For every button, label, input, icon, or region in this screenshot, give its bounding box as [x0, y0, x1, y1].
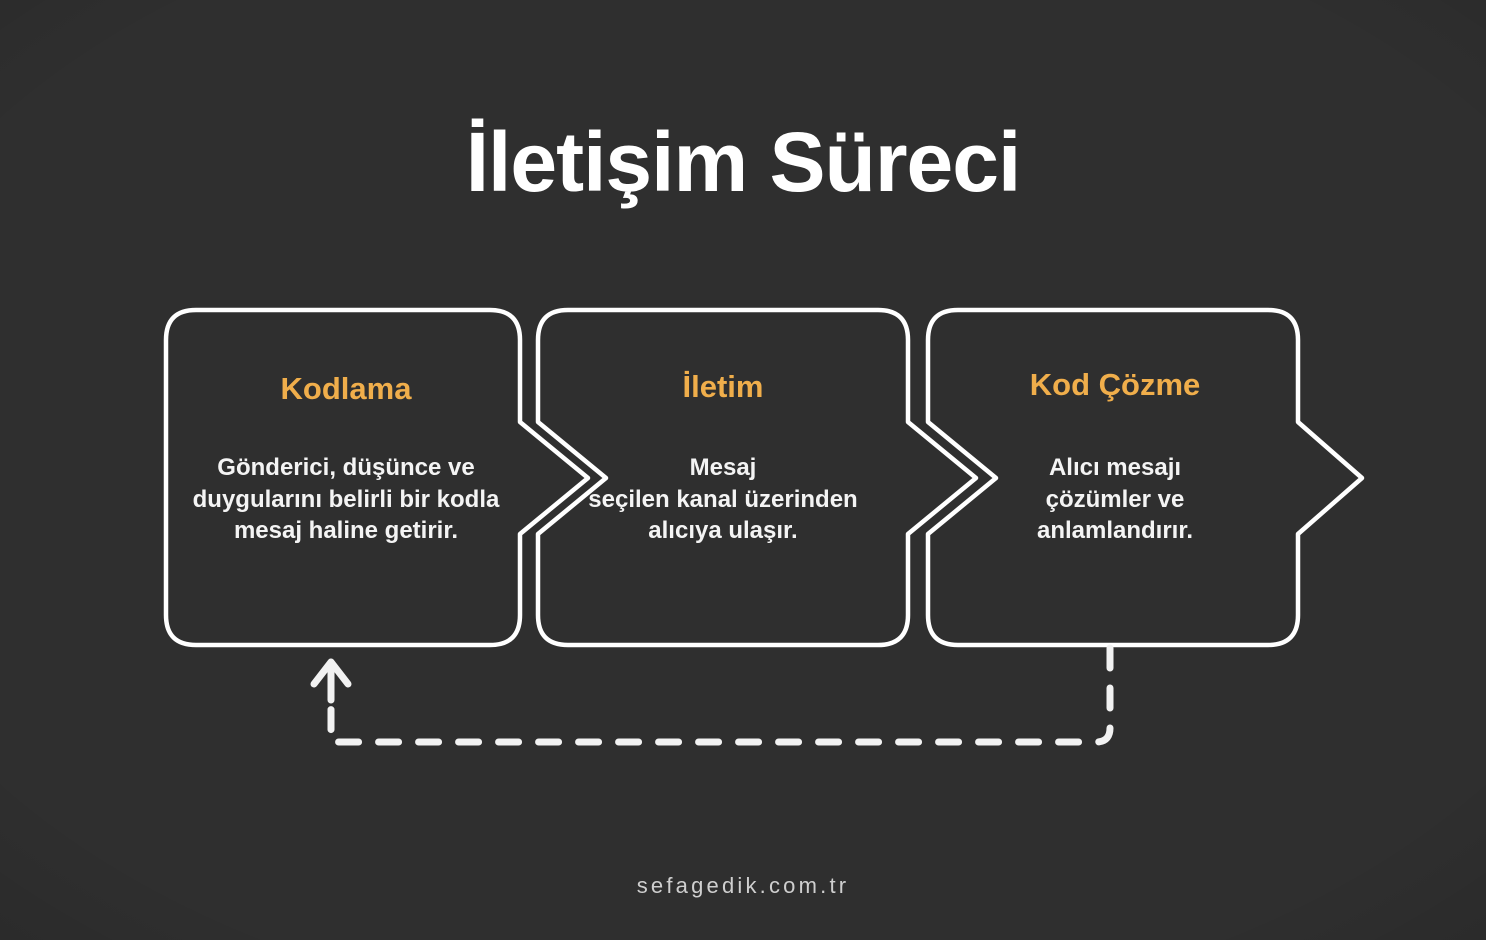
feedback-loop-dashed-path	[327, 644, 1114, 746]
step-iletim-body: Mesaj seçilen kanal üzerinden alıcıya ul…	[588, 454, 858, 545]
chevron-box-kodlama[interactable]	[163, 307, 591, 648]
step-iletim-text: İletim Mesaj seçilen kanal üzerinden alı…	[548, 369, 898, 547]
chevron-box-kod-cozme[interactable]	[925, 307, 1365, 648]
step-kod-cozme-body: Alıcı mesajı çözümler ve anlamlandırır.	[1036, 454, 1194, 545]
step-kodlama-text: Kodlama Gönderici, düşünce ve duyguların…	[176, 371, 516, 547]
step-kod-cozme-heading: Kod Çözme	[1029, 367, 1201, 402]
step-kodlama-body: Gönderici, düşünce ve duygularını belirl…	[192, 454, 500, 545]
footer-website-url: sefagedik.com.tr	[636, 873, 850, 898]
step-iletim-heading: İletim	[682, 369, 764, 404]
step-kod-cozme-text: Kod Çözme Alıcı mesajı çözümler ve anlam…	[940, 367, 1290, 547]
chevron-box-iletim[interactable]	[535, 307, 979, 648]
step-kodlama-heading: Kodlama	[280, 371, 412, 406]
page-title: İletişim Süreci	[465, 115, 1022, 209]
